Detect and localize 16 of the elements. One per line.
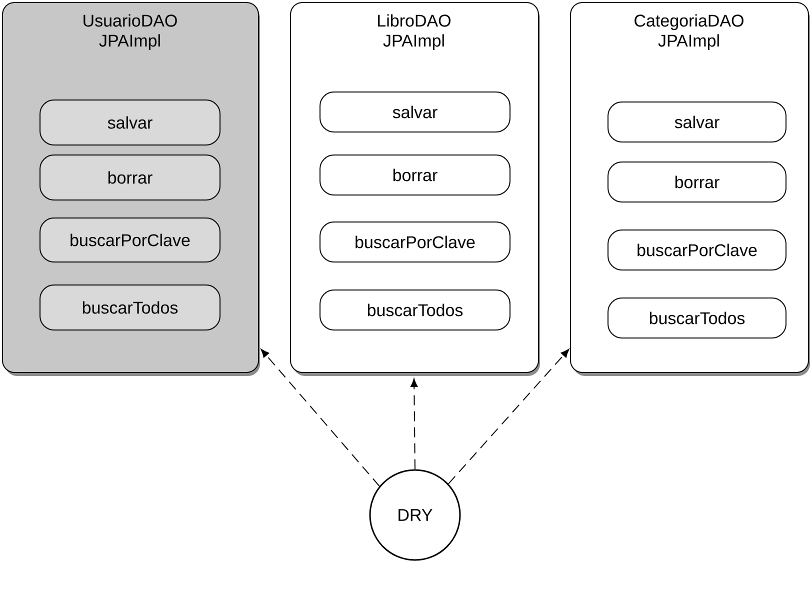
method-pill: borrar bbox=[40, 154, 220, 200]
method-pill: buscarTodos bbox=[608, 298, 786, 338]
method-pill: borrar bbox=[320, 154, 510, 196]
circle-node: DRY bbox=[369, 469, 461, 561]
method-pill: borrar bbox=[608, 162, 786, 202]
method-pill: buscarTodos bbox=[320, 290, 510, 330]
method-pill: buscarPorClave bbox=[608, 230, 786, 270]
method-pill: salvar bbox=[320, 92, 510, 132]
dashed-arrow bbox=[448, 348, 570, 484]
method-pill: salvar bbox=[608, 102, 786, 142]
method-pill: salvar bbox=[40, 100, 220, 146]
dashed-arrow bbox=[410, 378, 418, 470]
method-pill: buscarTodos bbox=[40, 284, 220, 330]
method-pill: buscarPorClave bbox=[40, 218, 220, 262]
dashed-arrow bbox=[260, 348, 380, 487]
method-pill: buscarPorClave bbox=[320, 222, 510, 262]
